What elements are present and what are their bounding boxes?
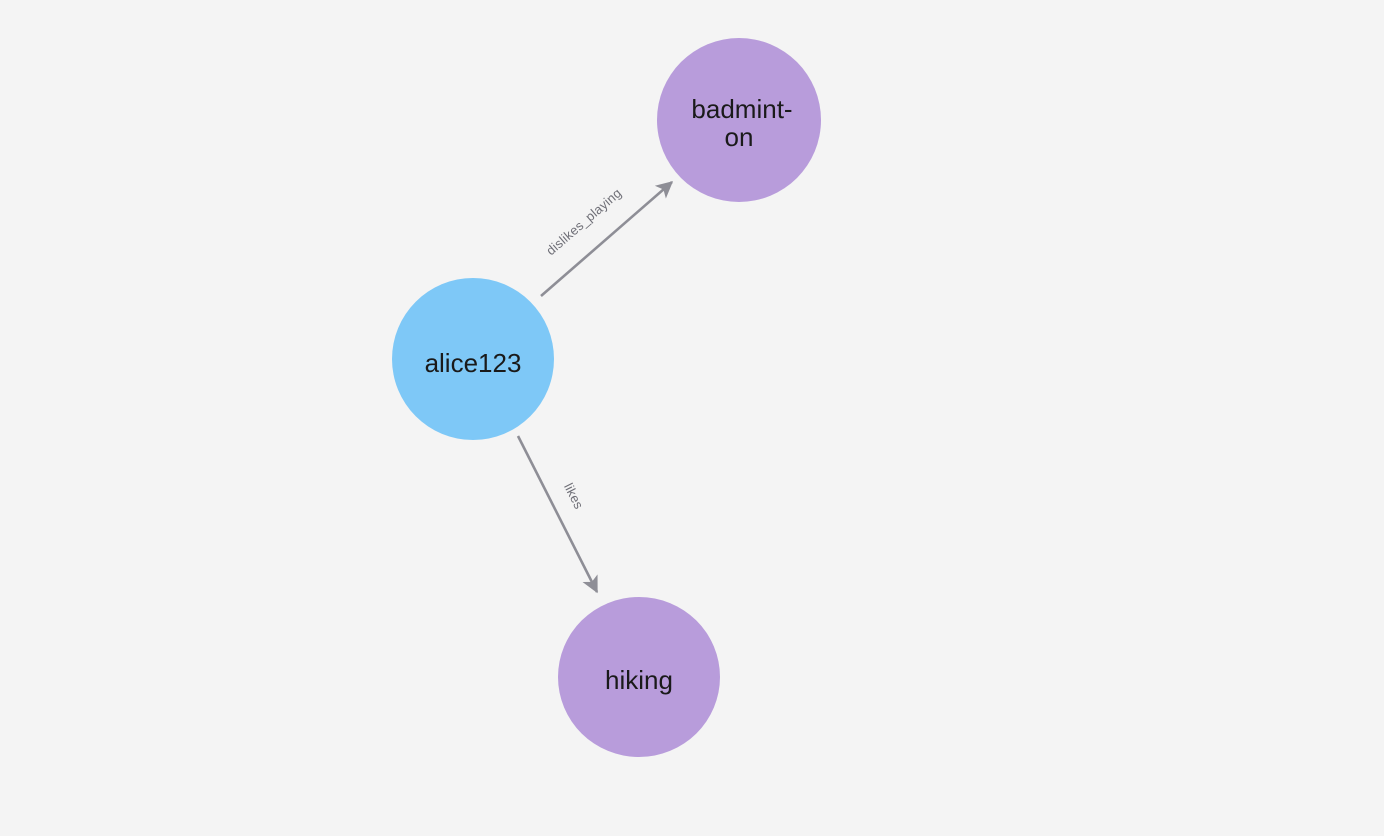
edge-likes-label: likes [561, 481, 587, 512]
edge-dislikes-playing-line [540, 181, 674, 297]
nodes-layer: alice123 badmint- on hiking [392, 38, 821, 757]
node-badminton[interactable]: badmint- on [657, 38, 821, 202]
edge-likes[interactable]: likes [516, 435, 599, 594]
node-hiking-shape[interactable] [558, 597, 720, 757]
edge-likes-line [516, 435, 599, 594]
edge-dislikes-playing[interactable]: dislikes_playing [540, 181, 674, 297]
node-hiking[interactable]: hiking [558, 597, 720, 757]
node-badminton-shape[interactable] [657, 38, 821, 202]
node-alice123-shape[interactable] [392, 278, 554, 440]
node-alice123[interactable]: alice123 [392, 278, 554, 440]
edge-dislikes-playing-label: dislikes_playing [543, 185, 624, 258]
